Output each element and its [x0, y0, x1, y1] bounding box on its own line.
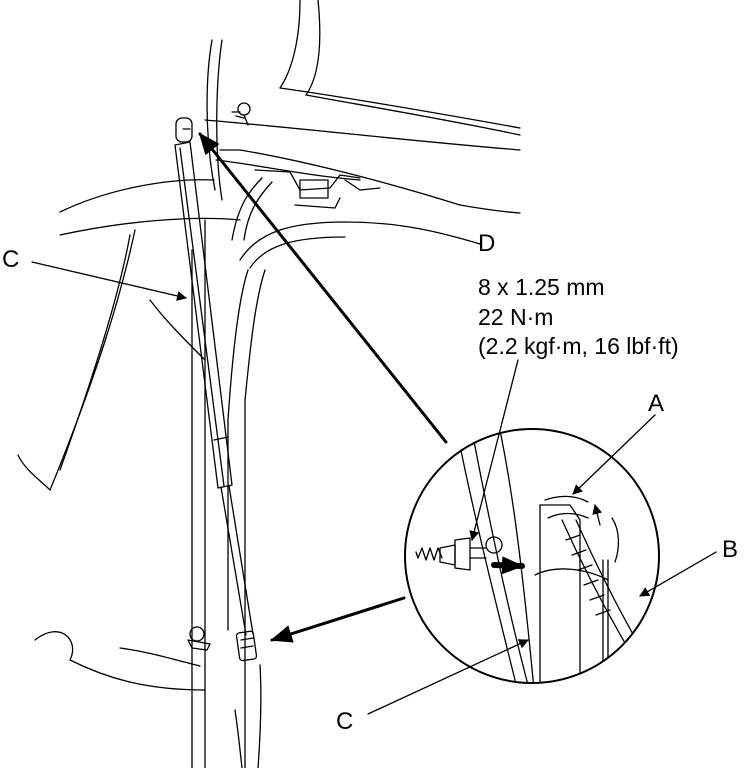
callout-c-upper: C: [2, 246, 20, 273]
body-panel-lines: [17, 0, 521, 769]
bolt-size-label: 8 x 1.25 mm: [478, 274, 605, 300]
detail-view-circle: [404, 428, 660, 684]
callout-b: B: [722, 536, 739, 563]
torque-nm-label: 22 N·m: [478, 304, 554, 330]
hinge-bracket: [231, 169, 381, 241]
callout-d: D: [478, 230, 496, 257]
torque-alt-label: (2.2 kgf·m, 16 lbf·ft): [478, 333, 679, 359]
support-strut: [174, 117, 258, 662]
callout-a: A: [648, 390, 665, 417]
upper-ball-stud: [231, 102, 251, 126]
leader-arrows: [31, 132, 717, 715]
lower-ball-stud: [187, 626, 211, 651]
callout-c-lower: C: [336, 708, 354, 735]
